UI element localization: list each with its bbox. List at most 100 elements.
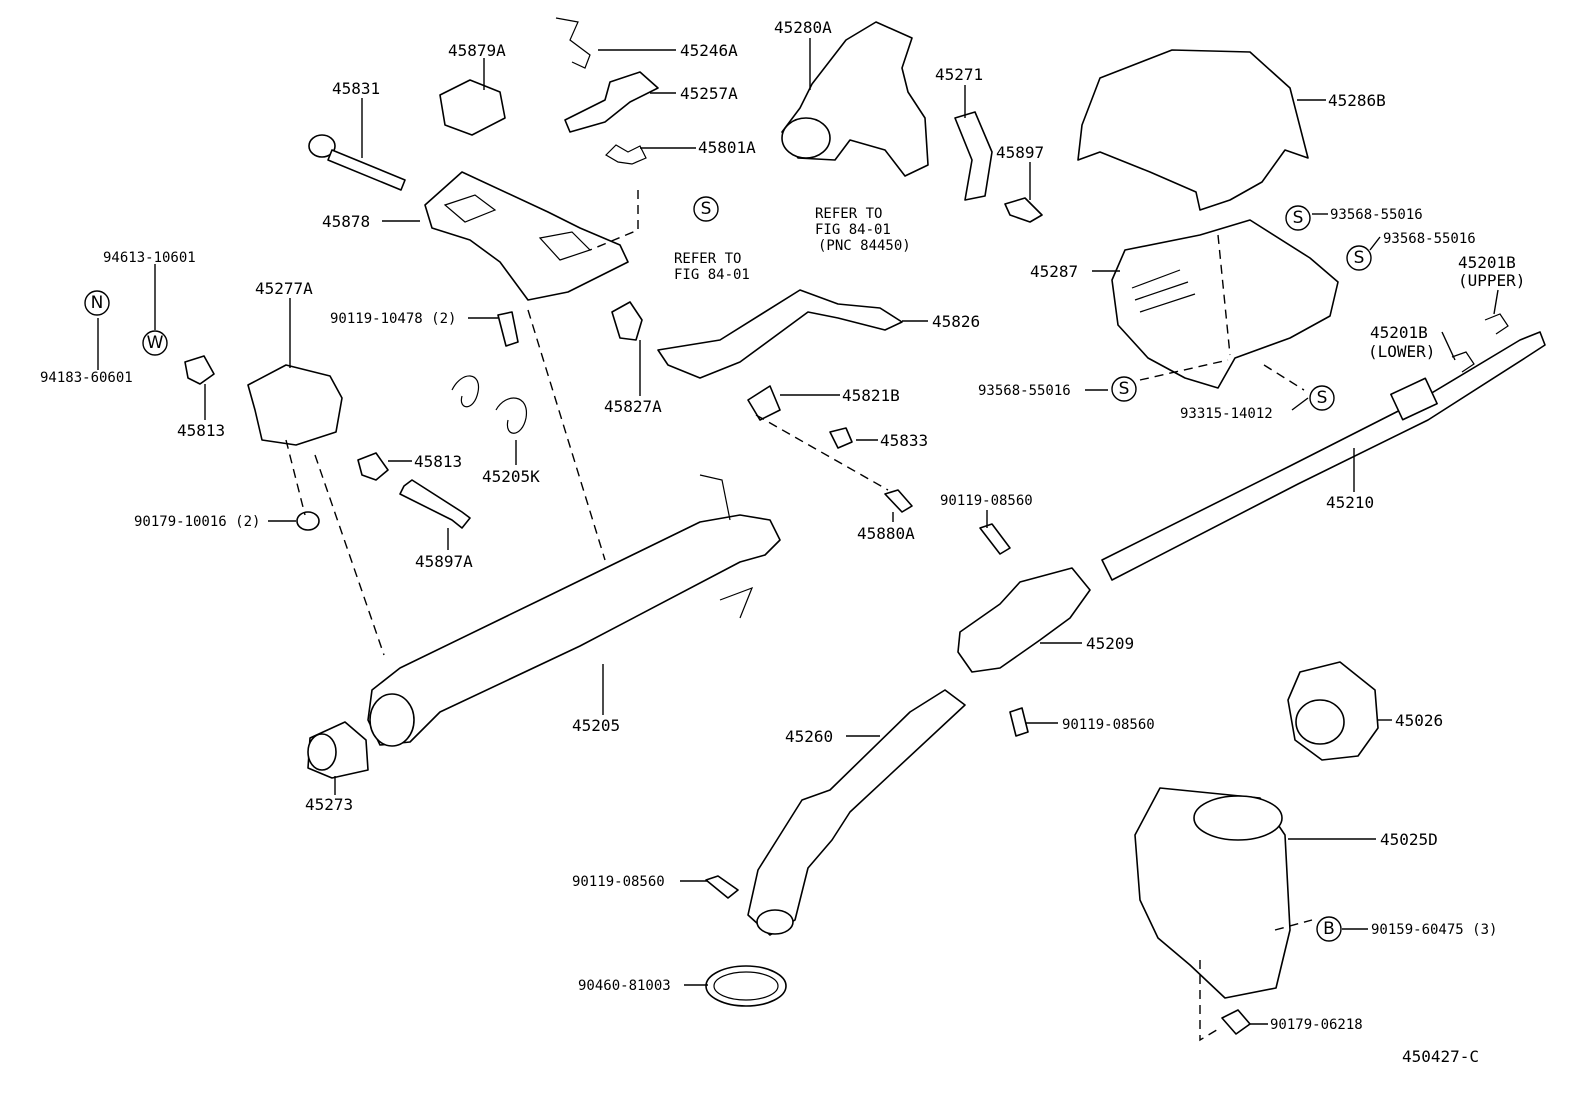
figure-id: 450427-C: [1402, 1047, 1479, 1066]
label-93568-55016-a: 93568-55016: [1330, 207, 1423, 223]
svg-text:REFER TO: REFER TO: [815, 206, 882, 222]
label-45813-center: 45813: [414, 452, 462, 471]
part-45897: [1004, 197, 1043, 223]
part-45878: [424, 171, 629, 301]
label-45273: 45273: [305, 795, 353, 814]
part-90179-06218: [1221, 1009, 1251, 1035]
assembly-dashed-lines: [285, 190, 1313, 1042]
part-45209: [957, 567, 1091, 673]
part-45833: [829, 427, 853, 449]
label-45260: 45260: [785, 727, 833, 746]
refer-note-fig: REFER TO FIG 84-01: [674, 251, 750, 283]
part-45260: [747, 689, 966, 936]
part-45286B: [1077, 49, 1309, 211]
circled-marks: S S S S S N W B: [84, 196, 1372, 942]
part-45025D: [1134, 787, 1291, 999]
part-45277A: [247, 364, 343, 446]
part-90119-08560-a: [979, 523, 1011, 555]
label-45821B: 45821B: [842, 386, 900, 405]
part-45880A: [884, 489, 913, 513]
part-45210: [1101, 331, 1546, 581]
label-90159-60475: 90159-60475 (3): [1371, 922, 1497, 938]
label-45831: 45831: [332, 79, 380, 98]
label-45286B: 45286B: [1328, 91, 1386, 110]
svg-text:FIG 84-01: FIG 84-01: [815, 222, 891, 238]
part-45257A: [564, 71, 659, 133]
circle-s-93315: S: [1309, 385, 1335, 411]
svg-text:B: B: [1323, 919, 1335, 939]
label-90119-08560-b: 90119-08560: [1062, 717, 1155, 733]
part-45273: [307, 721, 369, 779]
part-shapes: [184, 17, 1546, 1035]
circle-s-93568-b: S: [1346, 245, 1372, 271]
label-90179-10016: 90179-10016 (2): [134, 514, 260, 530]
svg-text:REFER TO: REFER TO: [674, 251, 741, 267]
svg-text:S: S: [1354, 248, 1365, 268]
label-45813-left: 45813: [177, 421, 225, 440]
label-90119-08560-a: 90119-08560: [940, 493, 1033, 509]
label-45826: 45826: [932, 312, 980, 331]
label-93568-55016-c: 93568-55016: [978, 383, 1071, 399]
leader-lines: [97, 38, 1499, 1025]
label-90179-06218: 90179-06218: [1270, 1017, 1363, 1033]
label-93568-55016-b: 93568-55016: [1383, 231, 1476, 247]
part-45821B: [747, 385, 781, 421]
label-90460-81003: 90460-81003: [578, 978, 671, 994]
circle-s-93568-a: S: [1285, 205, 1311, 231]
label-45833: 45833: [880, 431, 928, 450]
label-45257A: 45257A: [680, 84, 738, 103]
circle-s-refer: S: [693, 196, 719, 222]
label-45026: 45026: [1395, 711, 1443, 730]
part-45813-left: [184, 355, 215, 385]
label-lower: (LOWER): [1368, 342, 1435, 361]
circle-b: B: [1316, 916, 1342, 942]
label-45880A: 45880A: [857, 524, 915, 543]
part-45879A: [439, 79, 506, 136]
label-45287: 45287: [1030, 262, 1078, 281]
part-45201B-lower: [1451, 351, 1475, 373]
part-45205K: [451, 375, 527, 434]
label-45201B-lower: 45201B: [1370, 323, 1428, 342]
svg-text:S: S: [701, 199, 712, 219]
svg-text:N: N: [91, 293, 104, 313]
svg-text:S: S: [1317, 388, 1328, 408]
refer-note-pnc: REFER TO FIG 84-01 (PNC 84450): [815, 206, 911, 254]
label-45271: 45271: [935, 65, 983, 84]
svg-text:FIG 84-01: FIG 84-01: [674, 267, 750, 283]
label-90119-08560-c: 90119-08560: [572, 874, 665, 890]
label-45209: 45209: [1086, 634, 1134, 653]
label-45280A: 45280A: [774, 18, 832, 37]
label-45210: 45210: [1326, 493, 1374, 512]
part-90179-10016: [296, 511, 320, 531]
label-upper: (UPPER): [1458, 271, 1525, 290]
label-94613-10601: 94613-10601: [103, 250, 196, 266]
part-45827A: [611, 301, 643, 341]
part-90119-08560-b: [1009, 707, 1029, 737]
part-90460-81003: [705, 965, 787, 1007]
circle-w: W: [142, 330, 168, 356]
part-90119-08560-c: [705, 875, 739, 899]
label-90119-10478: 90119-10478 (2): [330, 311, 456, 327]
part-45826: [657, 289, 903, 379]
label-45205: 45205: [572, 716, 620, 735]
svg-text:S: S: [1119, 379, 1130, 399]
label-45801A: 45801A: [698, 138, 756, 157]
part-45026: [1287, 661, 1379, 761]
label-45878: 45878: [322, 212, 370, 231]
part-45271: [954, 111, 993, 201]
part-45897A: [399, 479, 471, 529]
svg-text:W: W: [147, 333, 164, 353]
part-45201B-upper: [1484, 313, 1509, 335]
part-90119-10478: [497, 311, 519, 347]
part-45287: [1111, 219, 1339, 389]
label-45879A: 45879A: [448, 41, 506, 60]
label-93315-14012: 93315-14012: [1180, 406, 1273, 422]
label-45025D: 45025D: [1380, 830, 1438, 849]
svg-text:S: S: [1293, 208, 1304, 228]
circle-s-93568-c: S: [1111, 376, 1137, 402]
label-45277A: 45277A: [255, 279, 313, 298]
part-labels: 45879A 45246A 45280A 45271 45286B 45831 …: [40, 18, 1525, 1066]
part-45801A: [605, 144, 647, 165]
label-45897A: 45897A: [415, 552, 473, 571]
